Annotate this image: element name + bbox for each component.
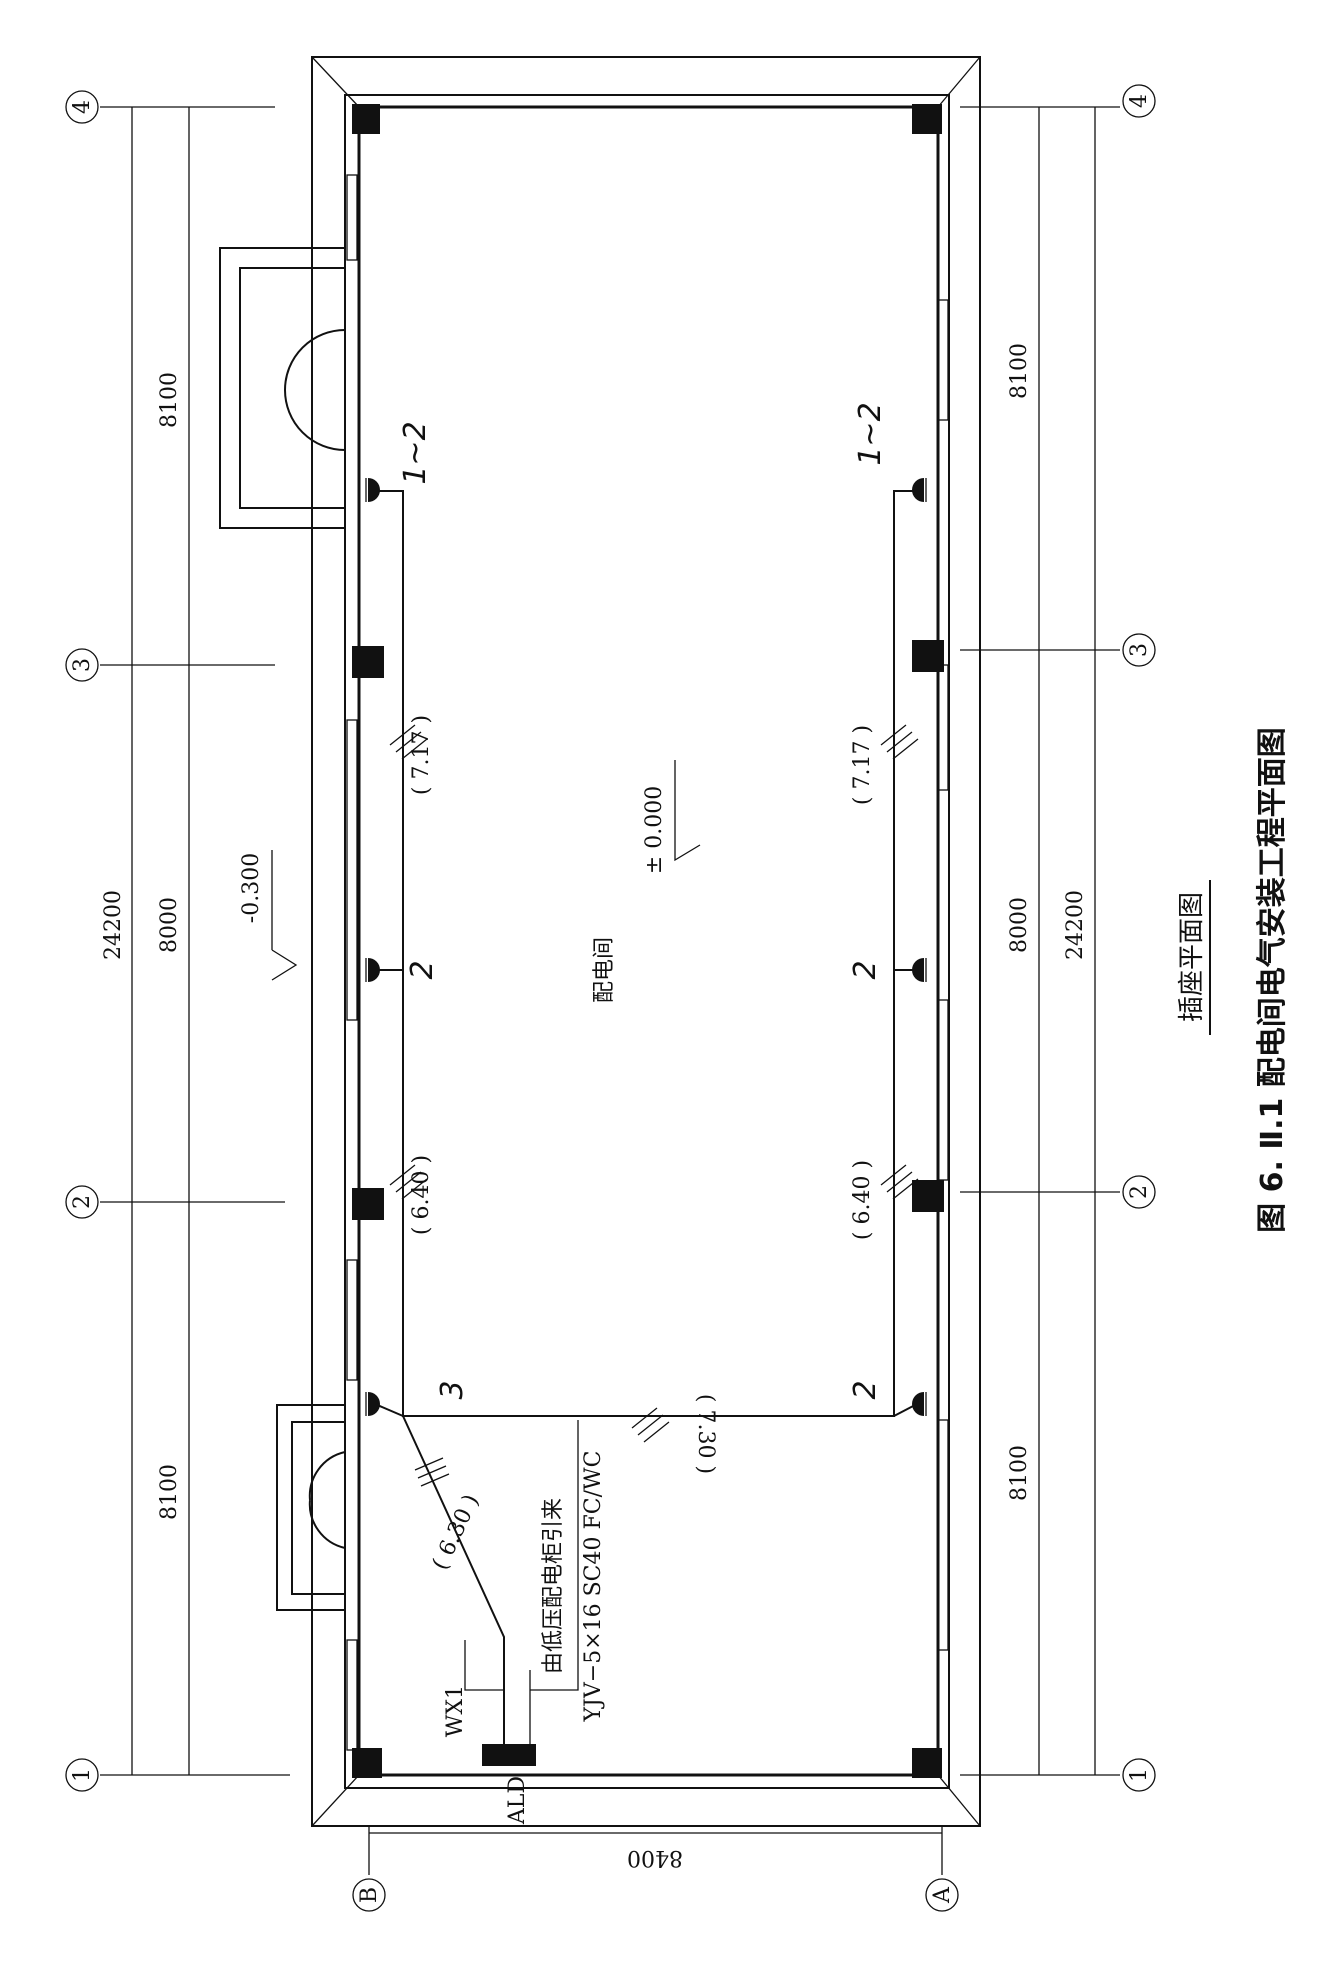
- windows: [346, 174, 949, 1751]
- level-outside: -0.300: [239, 850, 298, 981]
- handwritten-right-mid: 2: [848, 960, 883, 979]
- drawing-subtitle: 插座平面图: [1177, 892, 1207, 1022]
- cable-spec: YJV−5×16 SC40 FC/WC: [581, 1451, 606, 1723]
- figure-caption: 图 6. Ⅱ.1 配电间电气安装工程平面图: [1255, 727, 1290, 1233]
- dim-width: 8400: [627, 1845, 683, 1870]
- dim-right-total: 24200: [1063, 890, 1088, 960]
- axis-bubble-3-right: 3: [1122, 633, 1156, 667]
- wiring: [374, 490, 919, 1744]
- axis-bubble-4-left: 4: [65, 90, 99, 124]
- dim-left-top: 8100: [157, 372, 182, 428]
- handwritten-right-top: 1~2: [853, 402, 888, 465]
- building-walls: [311, 56, 981, 1827]
- dim-right-middle: 8000: [1007, 897, 1032, 953]
- panel-label: ALD: [505, 1776, 530, 1825]
- axis-bubble-2-left: 2: [65, 1185, 99, 1219]
- dim-left-total: 24200: [101, 890, 126, 960]
- axis-grid: [100, 106, 1120, 1875]
- svg-text:1: 1: [70, 1768, 95, 1782]
- handwritten-left-bottom: 3: [435, 1380, 470, 1399]
- axis-bubble-B: B: [352, 1878, 386, 1912]
- socket-icons: [365, 478, 927, 1416]
- source-note: 由低压配电柜引来: [541, 1498, 566, 1674]
- handwritten-left-mid: 2: [405, 960, 440, 979]
- wire-length-right-upper: ( 7.17 ): [850, 725, 875, 805]
- svg-text:A: A: [930, 1886, 955, 1904]
- svg-text:1: 1: [1127, 1768, 1152, 1782]
- svg-text:2: 2: [70, 1195, 95, 1209]
- svg-text:4: 4: [70, 100, 95, 114]
- door-upper: [219, 247, 346, 529]
- axis-bubble-4-right: 4: [1122, 84, 1156, 118]
- room-name: 配电间: [592, 937, 617, 1003]
- wire-length-feeder: ( 6.30 ): [428, 1491, 485, 1574]
- dim-right-top: 8100: [1007, 343, 1032, 399]
- axis-bubble-1-left: 1: [65, 1758, 99, 1792]
- door-lower: [276, 1404, 346, 1611]
- axis-bubble-1-right: 1: [1122, 1758, 1156, 1792]
- distribution-panel: [482, 1744, 536, 1766]
- level-inside: ± 0.000: [642, 760, 701, 874]
- dim-left-bottom: 8100: [157, 1464, 182, 1520]
- svg-text:3: 3: [1127, 643, 1152, 657]
- axis-bubble-2-right: 2: [1122, 1175, 1156, 1209]
- dim-left-middle: 8000: [157, 897, 182, 953]
- handwritten-right-bottom: 2: [848, 1380, 883, 1399]
- wire-length-right-lower: ( 6.40 ): [850, 1160, 875, 1240]
- circuit-label: WX1: [443, 1685, 468, 1737]
- dim-right-bottom: 8100: [1007, 1445, 1032, 1501]
- svg-text:2: 2: [1127, 1185, 1152, 1199]
- wire-length-cross: ( 7.30 ): [693, 1394, 718, 1474]
- handwritten-left-top: 1~2: [398, 421, 433, 484]
- svg-text:3: 3: [70, 658, 95, 672]
- wire-length-left-lower: ( 6.40 ): [409, 1155, 434, 1235]
- svg-text:4: 4: [1127, 94, 1152, 108]
- svg-text:B: B: [357, 1887, 382, 1903]
- axis-bubble-3-left: 3: [65, 648, 99, 682]
- svg-text:± 0.000: ± 0.000: [642, 786, 667, 874]
- wire-length-left-upper: ( 7.17 ): [409, 715, 434, 795]
- columns: [352, 104, 944, 1778]
- axis-bubble-A: A: [925, 1878, 959, 1912]
- svg-text:-0.300: -0.300: [239, 853, 264, 923]
